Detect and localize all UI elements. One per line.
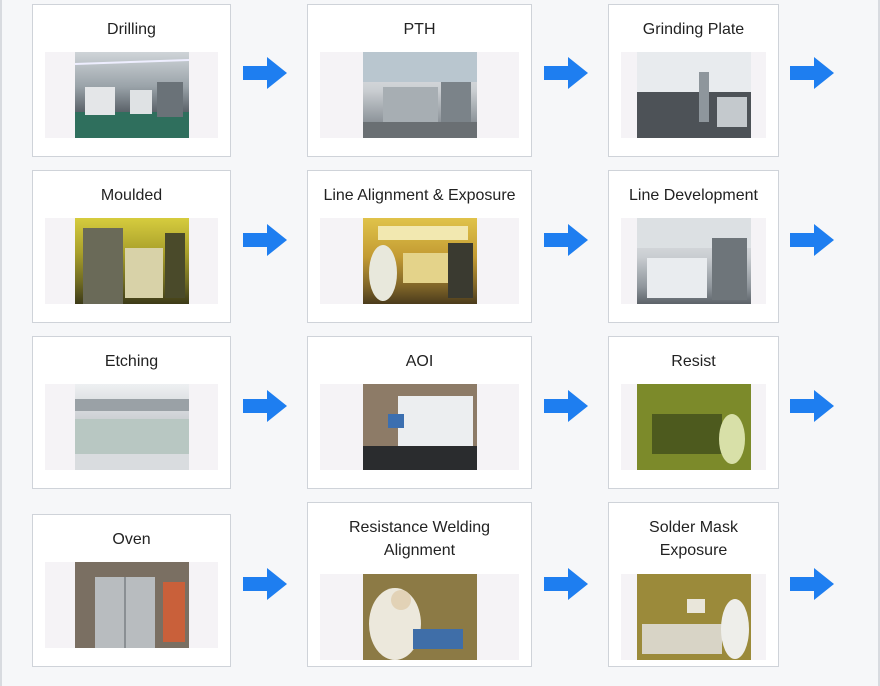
- step-card-solder-mask-exposure: Solder Mask Exposure: [608, 502, 779, 667]
- photo-backdrop: [45, 52, 218, 138]
- arrow-right-icon: [544, 568, 588, 600]
- step-card-grinding-plate: Grinding Plate: [608, 4, 779, 157]
- step-card-resist: Resist: [608, 336, 779, 489]
- drilling-photo: [74, 52, 189, 138]
- arrow-right-icon: [243, 390, 287, 422]
- step-card-line-development: Line Development: [608, 170, 779, 323]
- photo-backdrop: [621, 574, 766, 660]
- arrow-right-icon: [544, 57, 588, 89]
- step-card-oven: Oven: [32, 514, 231, 667]
- line-alignment-photo: [362, 218, 477, 304]
- grinding-plate-photo: [636, 52, 751, 138]
- resist-photo: [636, 384, 751, 470]
- step-title: Resist: [671, 353, 716, 370]
- photo-backdrop: [45, 218, 218, 304]
- etching-photo: [74, 384, 189, 470]
- step-title: Grinding Plate: [642, 21, 745, 38]
- photo-backdrop: [45, 384, 218, 470]
- arrow-right-icon: [544, 224, 588, 256]
- step-title-line-1: Resistance Welding: [348, 519, 491, 536]
- arrow-right-icon: [790, 390, 834, 422]
- step-title: AOI: [405, 353, 434, 370]
- step-card-line-alignment-exposure: Line Alignment & Exposure: [307, 170, 532, 323]
- step-title: Drilling: [107, 21, 156, 38]
- oven-photo: [74, 562, 189, 648]
- arrow-right-icon: [790, 568, 834, 600]
- arrow-right-icon: [790, 57, 834, 89]
- photo-backdrop: [320, 574, 519, 660]
- photo-backdrop: [320, 218, 519, 304]
- step-card-moulded: Moulded: [32, 170, 231, 323]
- step-card-pth: PTH: [307, 4, 532, 157]
- photo-backdrop: [621, 218, 766, 304]
- step-card-resistance-welding-alignment: Resistance Welding Alignment: [307, 502, 532, 667]
- photo-backdrop: [320, 52, 519, 138]
- photo-backdrop: [45, 562, 218, 648]
- photo-backdrop: [621, 384, 766, 470]
- resistance-welding-photo: [362, 574, 477, 660]
- arrow-right-icon: [243, 57, 287, 89]
- step-title: Line Alignment & Exposure: [323, 187, 516, 204]
- arrow-right-icon: [243, 568, 287, 600]
- step-title-line-2: Alignment: [383, 542, 456, 559]
- arrow-right-icon: [790, 224, 834, 256]
- step-title-line-1: Solder Mask: [649, 519, 738, 536]
- step-title: PTH: [403, 21, 436, 38]
- photo-backdrop: [621, 52, 766, 138]
- step-title: Oven: [112, 531, 151, 548]
- step-card-aoi: AOI: [307, 336, 532, 489]
- solder-mask-photo: [636, 574, 751, 660]
- step-card-drilling: Drilling: [32, 4, 231, 157]
- line-development-photo: [636, 218, 751, 304]
- arrow-right-icon: [544, 390, 588, 422]
- step-title: Line Development: [629, 187, 758, 204]
- moulded-photo: [74, 218, 189, 304]
- step-title: Etching: [104, 353, 159, 370]
- step-card-etching: Etching: [32, 336, 231, 489]
- photo-backdrop: [320, 384, 519, 470]
- step-title-line-2: Exposure: [659, 542, 728, 559]
- aoi-photo: [362, 384, 477, 470]
- step-title: Moulded: [100, 187, 163, 204]
- pth-photo: [362, 52, 477, 138]
- arrow-right-icon: [243, 224, 287, 256]
